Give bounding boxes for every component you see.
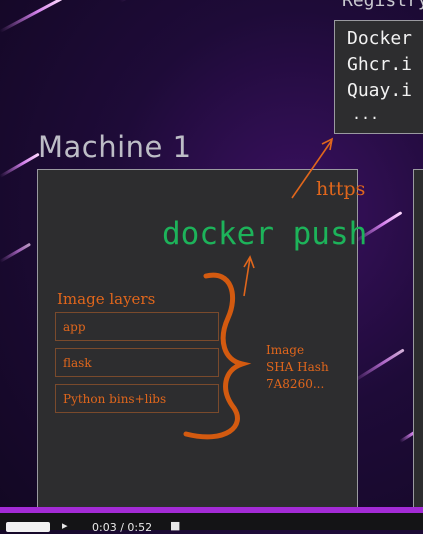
time-display: 0:03 / 0:52 xyxy=(92,521,153,534)
arrow-head-registry xyxy=(321,137,334,151)
volume-icon[interactable]: ▸ xyxy=(62,519,68,532)
hash-label-sha: SHA Hash xyxy=(266,360,329,374)
registry-title: Registry xyxy=(342,0,423,11)
registry-entry-more: ... xyxy=(352,105,380,123)
image-layers-title: Image layers xyxy=(57,290,156,308)
hash-label-image: Image xyxy=(266,343,305,357)
bg-streak xyxy=(119,0,165,3)
hash-value: 7A8260... xyxy=(266,377,325,391)
captions-icon[interactable]: ■ xyxy=(170,519,181,532)
layer-python: Python bins+libs xyxy=(55,384,219,413)
bg-streak xyxy=(0,0,63,33)
registry-box xyxy=(334,20,423,134)
protocol-label: https xyxy=(316,178,366,200)
registry-entry-docker: Docker xyxy=(347,28,413,49)
bg-streak xyxy=(0,152,40,178)
registry-entry-ghcr: Ghcr.i xyxy=(347,54,413,75)
registry-entry-quay: Quay.i xyxy=(347,80,413,101)
layer-flask: flask xyxy=(55,348,219,377)
docker-push-command: docker push xyxy=(162,216,368,252)
machine-title: Machine 1 xyxy=(38,130,192,164)
layer-app: app xyxy=(55,312,219,341)
player-badge xyxy=(6,522,50,532)
bg-streak xyxy=(0,242,32,263)
bg-streak xyxy=(352,348,405,383)
next-machine-panel xyxy=(413,169,423,516)
video-progress-bar[interactable] xyxy=(0,507,423,513)
